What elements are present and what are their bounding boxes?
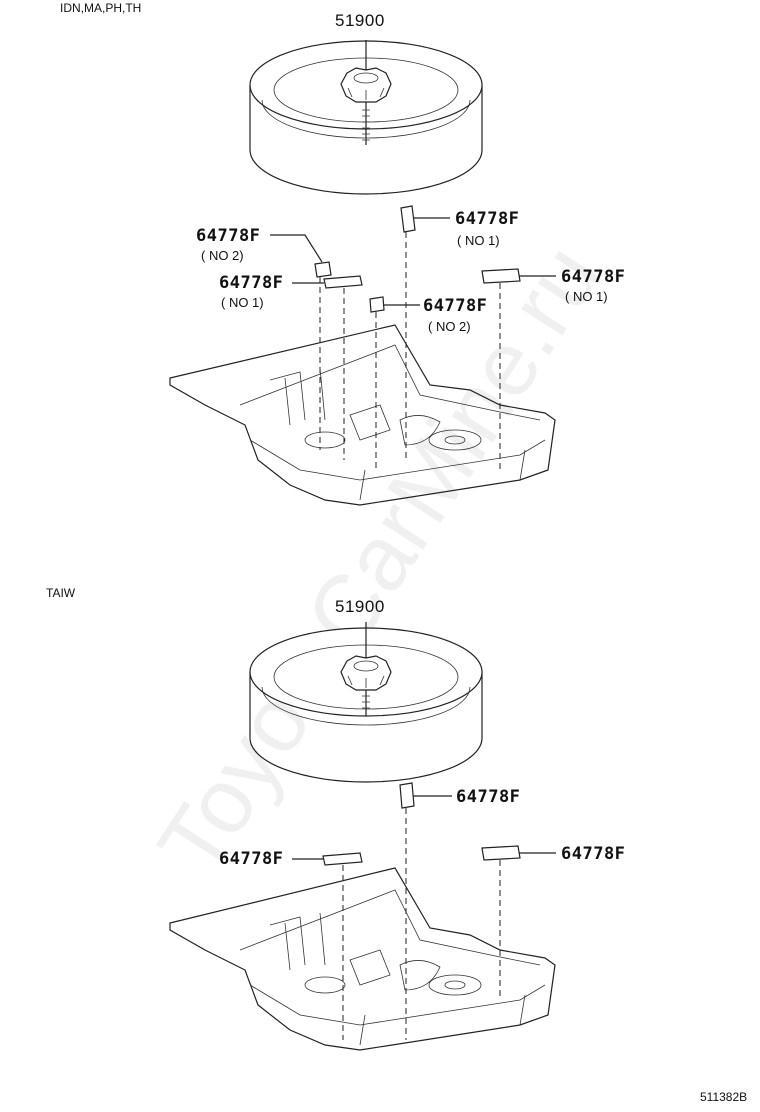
part-note-label: ( NO 2) — [428, 319, 471, 334]
illustration-id: 511382B — [700, 1090, 748, 1104]
dashed-guides-bottom — [342, 808, 501, 1040]
part-number-label: 64778F — [561, 267, 626, 287]
hub-nut-icon — [340, 40, 392, 145]
tire-part-number: 51900 — [335, 597, 385, 616]
leader-lines-top — [270, 217, 556, 306]
region-label: TAIW — [46, 586, 76, 600]
part-number-label: 64778F — [196, 226, 261, 246]
part-note-label: ( NO 1) — [565, 289, 608, 304]
pad-parts-top — [314, 205, 521, 313]
tire-part-number: 51900 — [335, 11, 385, 30]
part-note-label: ( NO 1) — [457, 233, 500, 248]
part-number-label: 64778F — [423, 296, 488, 316]
floor-pan-top — [169, 324, 556, 506]
leader-lines-bottom — [292, 795, 556, 860]
part-number-label: 64778F — [219, 849, 284, 869]
pad-parts-bottom — [322, 782, 521, 866]
region-label: IDN,MA,PH,TH — [60, 1, 142, 15]
part-number-label: 64778F — [456, 787, 521, 807]
part-number-label: 64778F — [455, 209, 520, 229]
dashed-guides-top — [319, 232, 501, 470]
part-number-label: 64778F — [219, 273, 284, 293]
part-note-label: ( NO 1) — [221, 295, 264, 310]
part-number-label: 64778F — [561, 844, 626, 864]
part-note-label: ( NO 2) — [201, 248, 244, 263]
floor-pan-bottom — [169, 867, 556, 1051]
hub-nut-icon-bottom — [340, 622, 392, 716]
